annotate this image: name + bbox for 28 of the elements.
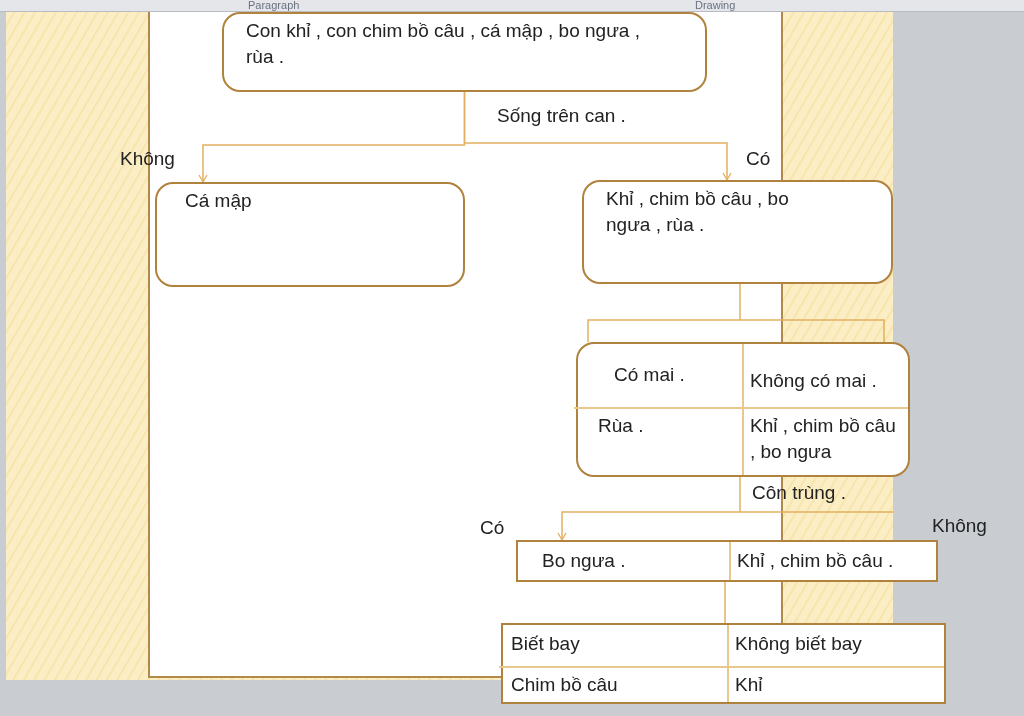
table-box bbox=[576, 342, 910, 477]
cell-text: Không biết bay bbox=[735, 632, 863, 656]
cell-text: Bo ngưa . bbox=[542, 549, 627, 573]
connector-line bbox=[724, 581, 726, 624]
cell-text: Không có mai . bbox=[750, 369, 878, 393]
cell-text: Chim bồ câu bbox=[511, 673, 619, 697]
cell-text: Biết bay bbox=[511, 632, 581, 656]
box-text: Con khỉ , con chim bồ câu , cá mập , bo ngưa , rùa . bbox=[246, 19, 641, 69]
branch-label: Có bbox=[480, 518, 505, 537]
branch-label: Sống trên can . bbox=[497, 106, 626, 125]
branch-label: Có bbox=[746, 149, 771, 168]
cell-text: Khỉ , chim bồ câu . bbox=[737, 549, 895, 573]
cell-text: Khỉ bbox=[735, 673, 764, 697]
box-text: Khỉ , chim bồ câu , bo ngưa , rùa . bbox=[606, 187, 790, 237]
cell-text: Rùa . bbox=[598, 414, 645, 438]
connector-line bbox=[463, 91, 732, 181]
cell-text: Có mai . bbox=[614, 363, 686, 387]
process-box bbox=[155, 182, 465, 287]
process-box bbox=[222, 12, 707, 92]
connector-line bbox=[557, 476, 894, 541]
branch-label: Không bbox=[932, 516, 987, 535]
connector-line bbox=[587, 283, 885, 343]
table-box bbox=[516, 540, 938, 582]
box-text: Cá mập bbox=[185, 189, 253, 213]
process-box bbox=[582, 180, 893, 284]
ribbon-group-label: Drawing bbox=[695, 0, 736, 11]
cell-text: Khỉ , chim bồ câu , bo ngưa bbox=[750, 414, 897, 464]
table-box bbox=[501, 623, 946, 704]
